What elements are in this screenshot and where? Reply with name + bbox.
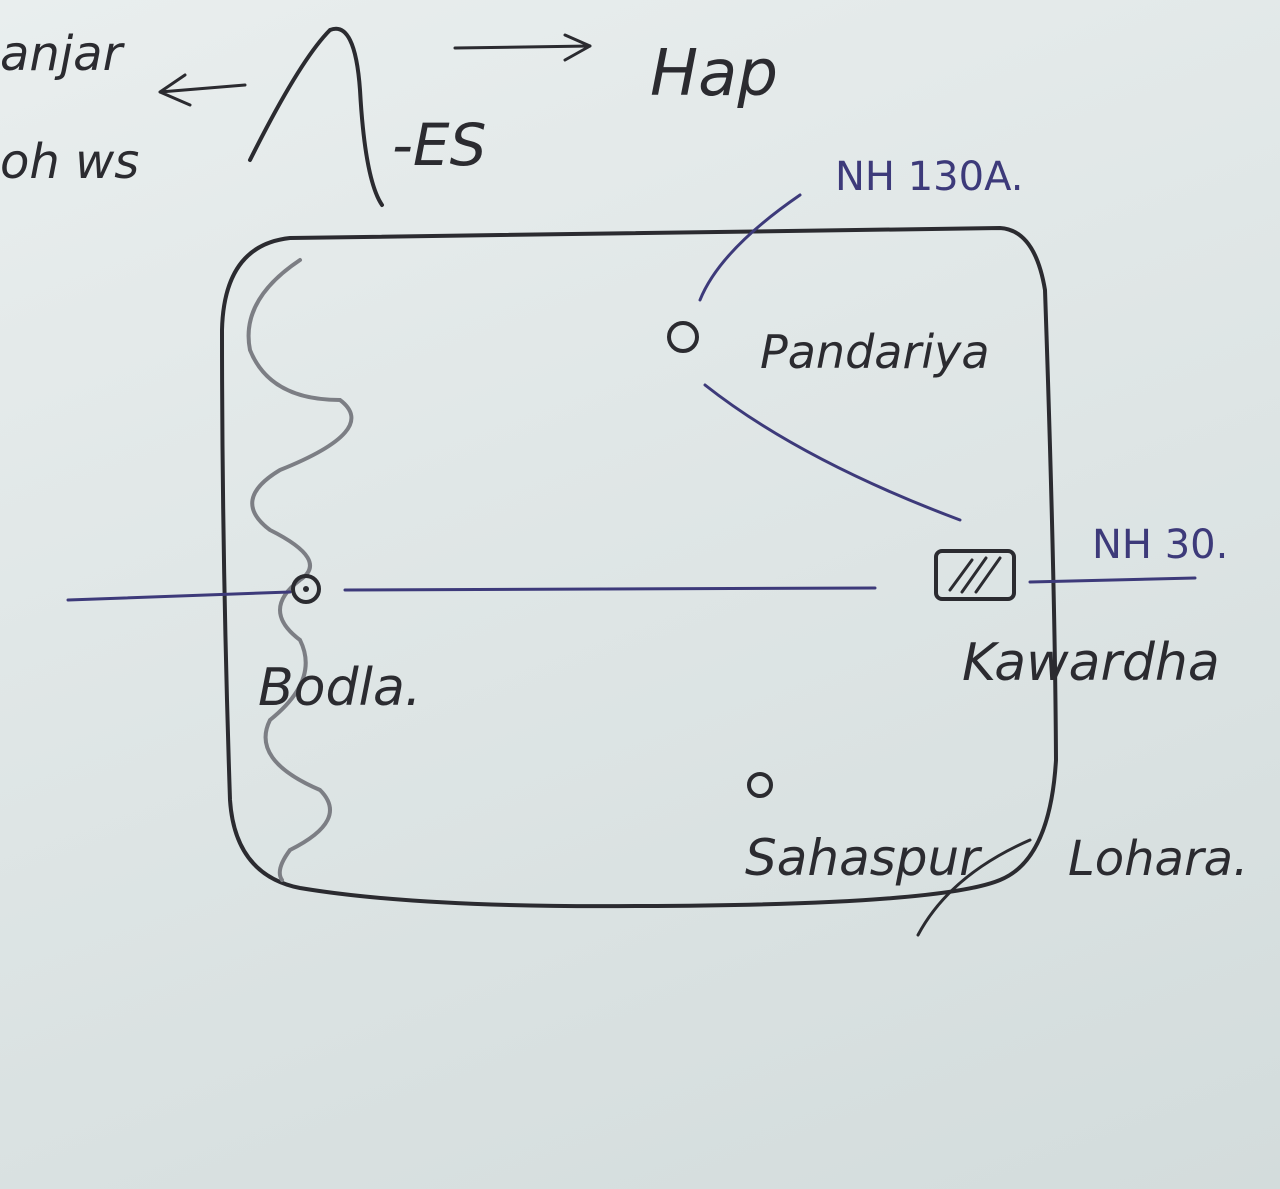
river (246, 258, 354, 882)
road-pandariya-kawardha (703, 383, 962, 522)
pandariya-marker (667, 321, 699, 353)
road-west-of-bodla (66, 590, 292, 602)
hill-sketch (248, 26, 384, 207)
label-kawardha: Kawardha (962, 633, 1220, 693)
label-connector (916, 838, 1032, 937)
label-bodla: Bodla. (258, 658, 421, 718)
label-pandariya: Pandariya (760, 325, 990, 379)
label-sahaspur: Sahaspur (745, 829, 983, 887)
road-east-of-kawardha (1028, 576, 1197, 584)
east-arrow (453, 33, 592, 62)
road-bodla-kawardha (343, 586, 877, 592)
kawardha-hatching (948, 556, 1002, 594)
bodla-marker-dot (303, 586, 309, 592)
header-left-word-2: oh ws (0, 134, 139, 190)
bodla-marker (291, 574, 321, 604)
kawardha-marker (934, 549, 1016, 601)
label-lohara: Lohara. (1068, 831, 1248, 887)
label-nh130a: NH 130A. (835, 154, 1023, 200)
header-es-label: -ES (392, 111, 486, 179)
district-boundary (220, 226, 1058, 909)
label-nh30: NH 30. (1092, 522, 1228, 568)
west-arrow (158, 73, 247, 107)
sahaspur-marker (747, 772, 773, 798)
map-title: Hap (650, 37, 778, 111)
nh130a-leader (698, 193, 802, 302)
header-left-word: anjar (0, 26, 126, 82)
